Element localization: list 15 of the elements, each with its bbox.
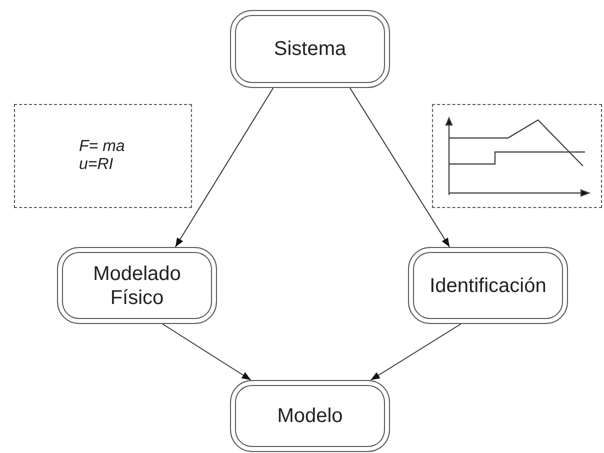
box-label: Modelado Físico: [92, 262, 182, 310]
arrow: [350, 88, 450, 248]
box-label: Identificación: [430, 274, 546, 298]
box-label: Modelo: [277, 404, 343, 428]
process-box: [230, 380, 390, 452]
plot-panel: [432, 104, 602, 208]
arrow: [174, 88, 274, 248]
formula-text: F= ma u=RI: [79, 138, 126, 174]
process-box: [230, 10, 390, 88]
formula-panel: [14, 104, 192, 208]
arrow: [162, 324, 252, 380]
process-box: [57, 247, 217, 324]
box-label: Sistema: [274, 37, 346, 61]
process-box: [408, 247, 568, 324]
arrow: [370, 324, 462, 380]
